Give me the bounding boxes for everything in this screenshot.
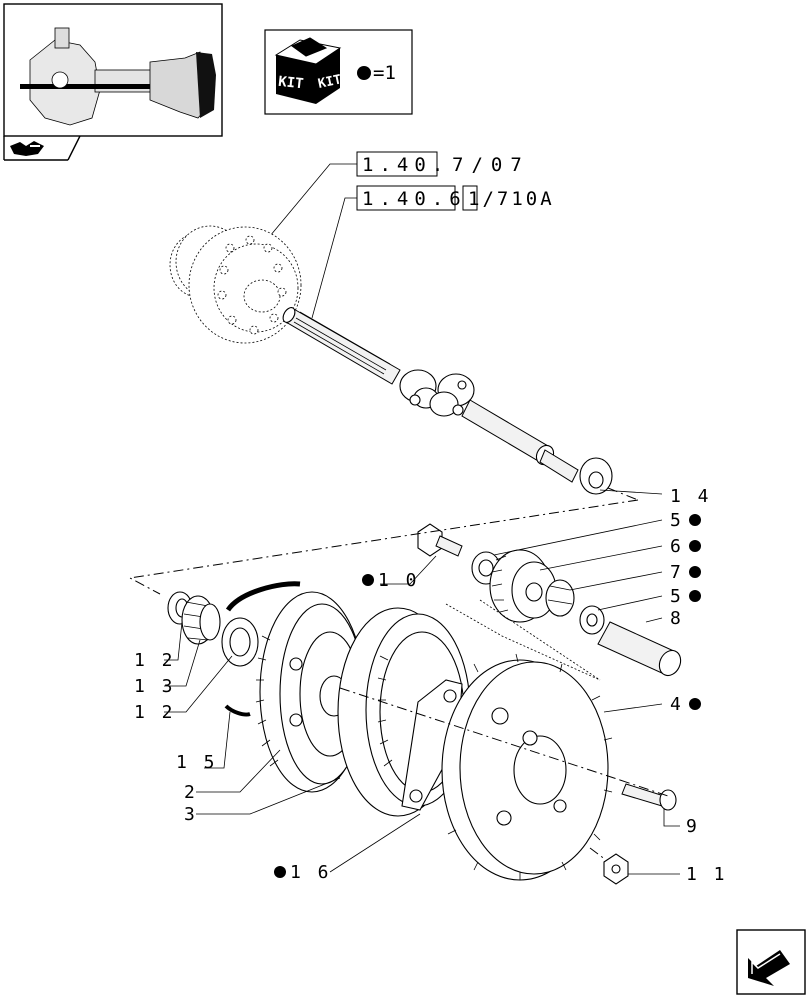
kit-marker-dot — [357, 66, 371, 80]
next-page-arrow-icon[interactable] — [736, 929, 806, 995]
callout-12a-text: 1 2 — [134, 650, 176, 671]
part-5b-washer[interactable] — [579, 605, 605, 635]
callout-3[interactable]: 3 — [184, 804, 195, 825]
callout-11-text: 1 1 — [686, 864, 728, 885]
reference-1-boxed: 1.40. — [362, 154, 449, 176]
kit-label-side: KIT — [317, 72, 343, 92]
callout-5b[interactable]: 5 — [670, 586, 701, 607]
callout-2[interactable]: 2 — [184, 782, 195, 803]
part-4-cover[interactable] — [441, 653, 613, 881]
callout-15[interactable]: 1 5 — [176, 752, 218, 773]
callout-6[interactable]: 6 — [670, 536, 701, 557]
callout-14[interactable]: 1 4 — [670, 486, 712, 507]
callout-7[interactable]: 7 — [670, 562, 701, 583]
kit-box-icon: KIT KIT — [274, 37, 343, 104]
callout-4[interactable]: 4 — [670, 694, 701, 715]
part-8-pin[interactable] — [597, 621, 685, 679]
callout-9-text: 9 — [686, 816, 697, 837]
part-7-needle-bearing[interactable] — [545, 579, 575, 617]
part-15-snap-ring[interactable] — [224, 581, 301, 717]
part-12b-washer[interactable] — [221, 617, 259, 667]
callout-2-text: 2 — [184, 782, 195, 803]
kit-legend-text: =1 — [373, 62, 396, 84]
differential-carrier-ghost — [169, 225, 302, 344]
callout-3-text: 3 — [184, 804, 195, 825]
callout-5a-text: 5 — [670, 510, 681, 531]
callout-6-text: 6 — [670, 536, 681, 557]
thumbnail-nav-icon[interactable] — [10, 141, 44, 156]
part-11-nut[interactable] — [603, 853, 629, 885]
kit-marker-dot — [689, 540, 701, 552]
axle-assembly-thumbnail — [20, 27, 216, 126]
callout-12a[interactable]: 1 2 — [134, 650, 176, 671]
kit-marker-dot — [689, 514, 701, 526]
part-10-bolt[interactable] — [417, 523, 463, 557]
callout-9[interactable]: 9 — [686, 816, 697, 837]
part-9-bolt[interactable] — [621, 783, 677, 811]
part-14-bearing[interactable] — [579, 457, 613, 495]
callout-10[interactable]: 1 0 — [362, 570, 420, 591]
part-13-pinion[interactable] — [181, 595, 221, 645]
callout-15-text: 1 5 — [176, 752, 218, 773]
callout-8[interactable]: 8 — [670, 608, 681, 629]
kit-label-front: KIT — [277, 74, 304, 93]
kit-marker-dot — [689, 698, 701, 710]
overview-thumbnail[interactable] — [3, 3, 223, 161]
kit-marker-dot — [274, 866, 286, 878]
kit-legend: KIT KIT =1 — [264, 29, 413, 115]
reference-1-rest: 7/07 — [452, 154, 530, 176]
kit-marker-dot — [689, 590, 701, 602]
axle-shaft[interactable] — [281, 306, 579, 483]
kit-marker-dot — [689, 566, 701, 578]
callout-11[interactable]: 1 1 — [686, 864, 728, 885]
callout-13[interactable]: 1 3 — [134, 676, 176, 697]
callout-8-text: 8 — [670, 608, 681, 629]
callout-10-text: 1 0 — [378, 570, 420, 591]
callout-5b-text: 5 — [670, 586, 681, 607]
callout-4-text: 4 — [670, 694, 681, 715]
callout-12b-text: 1 2 — [134, 702, 176, 723]
callout-14-text: 1 4 — [670, 486, 712, 507]
callout-7-text: 7 — [670, 562, 681, 583]
callout-12b[interactable]: 1 2 — [134, 702, 176, 723]
reference-2-boxed: 1.40.6 — [362, 188, 467, 210]
reference-2[interactable]: 1.40.6 1/710A — [356, 185, 555, 211]
callout-16[interactable]: 1 6 — [274, 862, 332, 883]
callout-13-text: 1 3 — [134, 676, 176, 697]
reference-1[interactable]: 1.40. 7/07 — [356, 151, 530, 177]
callout-5a[interactable]: 5 — [670, 510, 701, 531]
kit-marker-dot — [362, 574, 374, 586]
callout-16-text: 1 6 — [290, 862, 332, 883]
part-6-pinion-gear[interactable] — [489, 549, 557, 623]
reference-2-rest: 1/710A — [468, 188, 555, 210]
